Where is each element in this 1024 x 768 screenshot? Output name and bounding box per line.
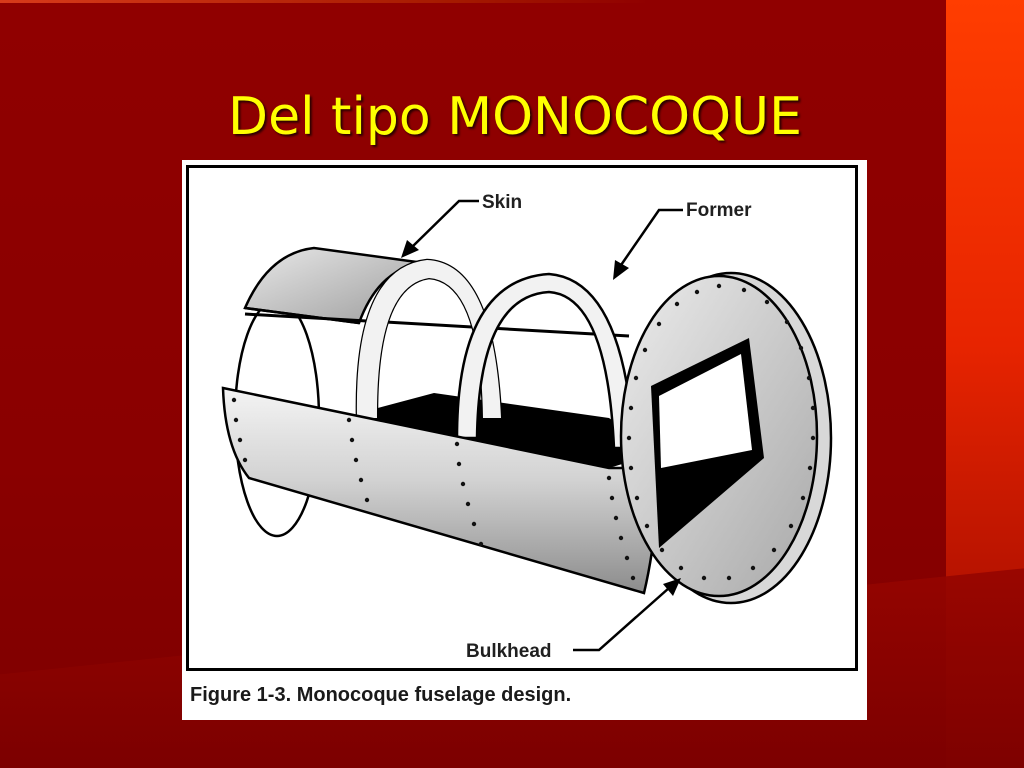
skin-label: Skin (482, 192, 522, 213)
former-callout: Former (613, 200, 752, 280)
bulkhead-callout: Bulkhead (466, 578, 681, 662)
slide-top-line (0, 0, 650, 3)
figure-frame: Skin Former Bulkhead (186, 165, 858, 671)
fuselage-diagram: Skin Former Bulkhead (221, 192, 833, 662)
former-label: Former (686, 200, 752, 221)
slide-title: Del tipo MONOCOQUE (228, 87, 802, 147)
interior-floor (359, 393, 659, 468)
figure-caption: Figure 1-3. Monocoque fuselage design. (190, 684, 572, 706)
skin-callout: Skin (401, 192, 522, 258)
bulkhead-disc (619, 271, 833, 605)
bulkhead-label: Bulkhead (466, 641, 552, 662)
top-stringer (244, 312, 630, 338)
figure-panel: Skin Former Bulkhead Figure 1-3. Monocoq… (182, 160, 867, 720)
